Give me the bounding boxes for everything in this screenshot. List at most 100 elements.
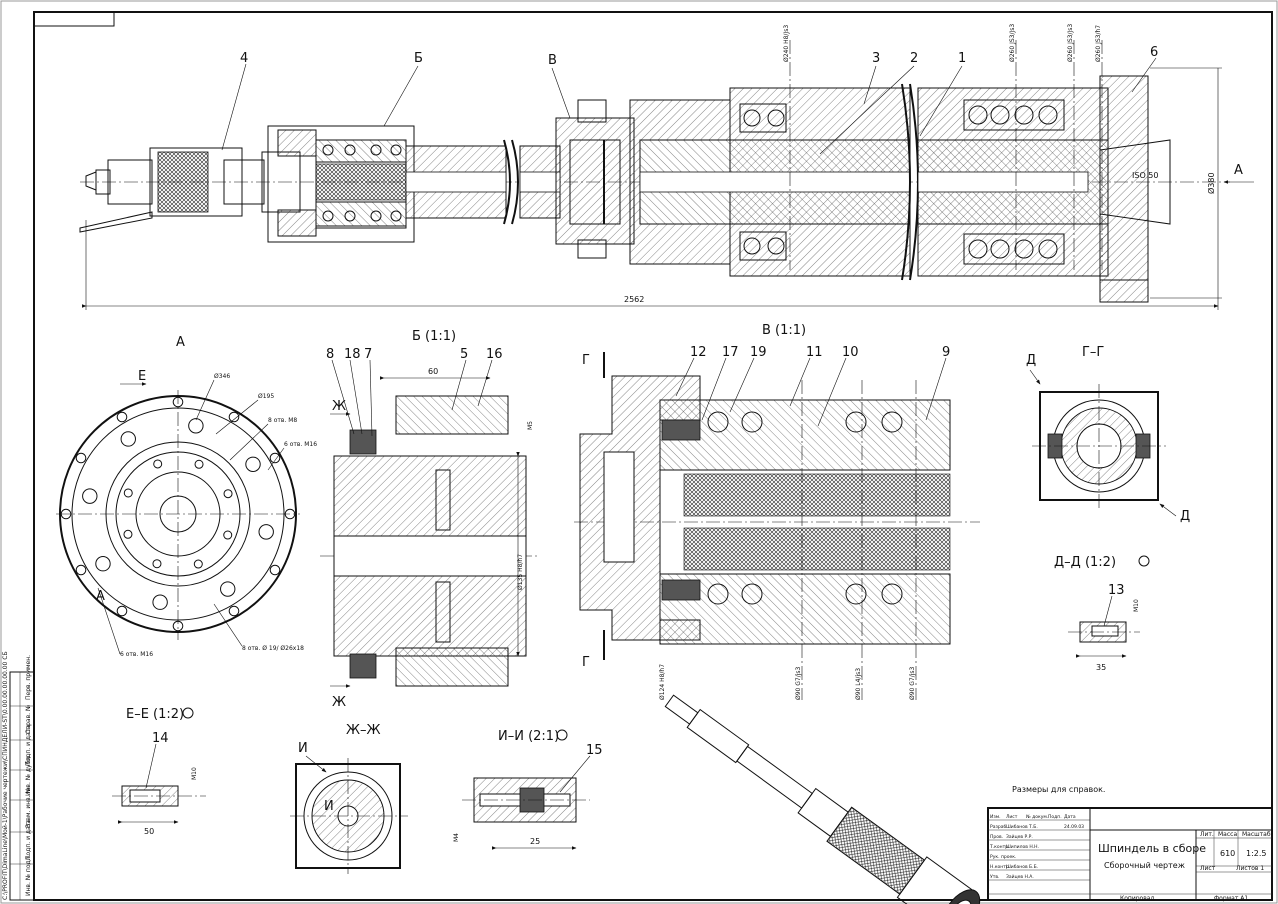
view-i: И–И (2:1) 25 M4 15	[453, 729, 603, 850]
bolt-hole	[245, 456, 261, 472]
callout-v-main: В	[548, 53, 557, 68]
marker-i-inner: И	[324, 799, 334, 814]
bolt-hole	[152, 559, 162, 569]
title-row-role: Т.контр.	[989, 844, 1010, 850]
title-row-name: Шибанов Б.Б.	[1006, 864, 1038, 870]
marker-i-top: И	[298, 741, 308, 756]
view-i-title: И–И (2:1)	[498, 729, 559, 744]
section-marker-a: А	[96, 589, 105, 604]
dim-e-m10: M10	[191, 767, 198, 780]
balloon-19: 19	[750, 345, 767, 360]
bolt-hole	[116, 411, 128, 423]
view-g: Г–Г Д Д	[1026, 345, 1190, 524]
bolt-hole	[75, 564, 87, 576]
bolt-hole	[269, 452, 281, 464]
title-row-name: Шипилов Н.Н.	[1006, 844, 1039, 850]
side-cell-2: Справ. №	[25, 705, 32, 734]
dim-d-35: 35	[1096, 663, 1106, 672]
drawing-subtitle: Сборочный чертеж	[1104, 861, 1185, 870]
marker-g-bottom: Г	[582, 655, 590, 670]
marker-d-bottom: Д	[1180, 509, 1190, 524]
scale-value: 1:2.5	[1246, 849, 1267, 858]
balloon-2: 2	[910, 51, 918, 66]
side-cell-6: Подп. и дата	[25, 819, 32, 860]
view-e-title: Е–Е (1:2)	[126, 707, 184, 722]
dim-v-d90c: Ø90 G7/js3	[909, 666, 916, 700]
format-label: Формат A1	[1214, 895, 1248, 902]
callout-b-main: Б	[414, 51, 423, 66]
dim-d380: Ø380	[1206, 172, 1216, 194]
balloon-13: 13	[1108, 583, 1125, 598]
balloon-15: 15	[586, 743, 603, 758]
dim-i-m4: M4	[453, 833, 460, 842]
bolt-hole	[123, 488, 133, 498]
side-cell-7: Инв. № подл.	[25, 855, 32, 896]
title-row-role: Изм.	[990, 814, 1001, 820]
inner-frame	[33, 11, 1273, 901]
bolt-hole	[123, 529, 133, 539]
bolt-hole	[95, 556, 111, 572]
dim-overall-length: 2562	[624, 295, 644, 304]
view-b: Б (1:1) 60 M5 Ø135 H8/h7 8 18 7 5 16 Ж Ж	[320, 329, 540, 710]
balloon-5: 5	[460, 347, 468, 362]
bolt-hole	[120, 431, 136, 447]
bolt-hole	[153, 459, 163, 469]
dim-d260b: Ø260 JS3/Js3	[1067, 24, 1074, 62]
bolt-hole	[193, 559, 203, 569]
view-zh-title: Ж–Ж	[346, 723, 381, 738]
balloon-7: 7	[364, 347, 372, 362]
view-v-title: В (1:1)	[762, 323, 806, 338]
bolt-hole	[75, 452, 87, 464]
marker-g-top: Г	[582, 353, 590, 368]
view-zh: Ж–Ж И И	[290, 723, 408, 874]
balloon-4: 4	[240, 51, 248, 66]
drawing-title: Шпиндель в сборе	[1098, 842, 1206, 855]
title-row-name: Зайцев Р.Р.	[1006, 833, 1033, 840]
bolt-hole	[223, 530, 233, 540]
mass-value: 610	[1220, 849, 1235, 858]
dim-d240: Ø240 H8/Js3	[783, 25, 790, 62]
balloon-16: 16	[486, 347, 503, 362]
sheet-label: Лист	[1200, 865, 1216, 872]
bolt-hole	[269, 564, 281, 576]
view-e: Е–Е (1:2) 50 M10 14	[112, 707, 206, 836]
dim-a-d346: Ø346	[214, 373, 230, 380]
view-g-title: Г–Г	[1082, 345, 1104, 360]
bolt-hole	[188, 418, 204, 434]
dim-a-8d19: 8 отв. Ø 19/ Ø26x18	[242, 645, 304, 652]
view-a-title: А	[176, 335, 185, 350]
view-d-title: Д–Д (1:2)	[1054, 555, 1116, 570]
dim-d260a: Ø260 JS3/Js3	[1009, 24, 1016, 62]
title-row-date: 24.09.03	[1064, 824, 1084, 830]
bolt-hole	[284, 508, 296, 520]
title-row-name: Шибанов Т.Б.	[1006, 824, 1038, 830]
arrow-a-label: А	[1234, 163, 1243, 178]
title-row-name: Зайцев Н.А.	[1006, 873, 1034, 880]
balloon-10: 10	[842, 345, 859, 360]
bolt-hole	[152, 594, 168, 610]
title-row-doc: № докум.	[1026, 814, 1048, 820]
bolt-hole	[220, 581, 236, 597]
dim-e-50: 50	[144, 827, 154, 836]
balloon-12: 12	[690, 345, 707, 360]
reference-note: Размеры для справок.	[1012, 785, 1105, 794]
header-scale: Масштаб	[1242, 831, 1271, 838]
main-spindle-view: ISO 50 Ø240 H8/Js3 Ø260 JS3/Js3 Ø260 JS3…	[79, 24, 1254, 310]
bolt-hole	[228, 411, 240, 423]
header-mass: Масса	[1218, 831, 1237, 838]
dim-a-6m16b: 6 отв. M16	[120, 651, 153, 658]
marker-d-top: Д	[1026, 353, 1036, 368]
title-row-role: Н.контр.	[990, 864, 1010, 870]
balloon-1: 1	[958, 51, 966, 66]
dim-d-m10: M10	[1133, 599, 1140, 612]
side-cell-3: Подп. и дата	[25, 725, 32, 766]
side-cell-5: Взам. инв. №	[25, 787, 32, 828]
marker-zh-bottom: Ж	[332, 695, 346, 710]
balloon-17: 17	[722, 345, 739, 360]
frame-path-stamp: C:\PROFIT\DimaLine\Мой-1\Рабочие чертежи…	[2, 651, 9, 900]
view-a: А Е Ø346 Ø195 8 отв. M8 6 отв. M16 6 отв…	[56, 335, 317, 658]
dim-b-60: 60	[428, 367, 438, 376]
isometric-spindle-view	[664, 694, 981, 904]
title-row-role: Пров.	[990, 834, 1003, 840]
dim-v-d90a: Ø90 G7/js3	[795, 666, 802, 700]
